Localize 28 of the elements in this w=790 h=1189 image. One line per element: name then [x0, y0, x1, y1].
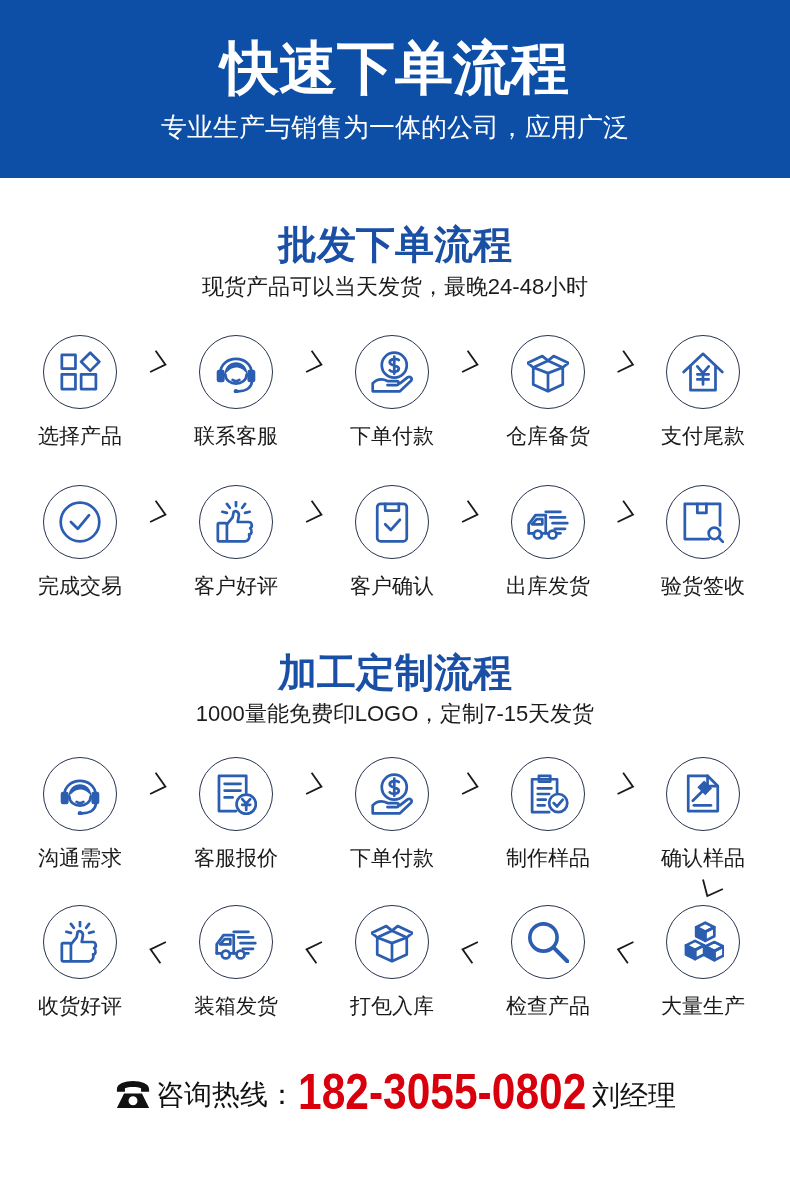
- section-subheading: 1000量能免费印LOGO，定制7-15天发货: [195, 701, 595, 727]
- step-label: 客户确认: [350, 573, 434, 599]
- contact-name: 刘经理: [592, 1079, 676, 1113]
- step-label: 制作样品: [506, 845, 590, 871]
- section-subheading: 现货产品可以当天发货，最晚24-48小时: [201, 274, 589, 300]
- step-label: 仓库备货: [506, 423, 590, 449]
- step-label: 客户好评: [194, 573, 278, 599]
- step-label: 联系客服: [194, 423, 278, 449]
- step-label: 打包入库: [350, 993, 434, 1019]
- step-label: 选择产品: [38, 423, 122, 449]
- step-label: 下单付款: [350, 845, 434, 871]
- step-label: 出库发货: [506, 573, 590, 599]
- subtitle: 专业生产与销售为一体的公司，应用广泛: [161, 113, 629, 143]
- step-label: 下单付款: [350, 423, 434, 449]
- step-label: 沟通需求: [38, 845, 122, 871]
- step-label: 完成交易: [38, 573, 122, 599]
- step-label: 检查产品: [506, 993, 590, 1019]
- step-label: 确认样品: [661, 845, 745, 871]
- section-heading: 加工定制流程: [278, 650, 512, 696]
- hotline-label: 咨询热线：: [156, 1078, 296, 1112]
- section-heading: 批发下单流程: [278, 222, 512, 268]
- step-label: 客服报价: [194, 845, 278, 871]
- step-label: 支付尾款: [661, 423, 745, 449]
- step-label: 装箱发货: [194, 993, 278, 1019]
- step-label: 验货签收: [661, 573, 745, 599]
- step-label: 收货好评: [38, 993, 122, 1019]
- phone-number: 182-3055-0802: [298, 1064, 587, 1122]
- step-label: 大量生产: [661, 993, 745, 1019]
